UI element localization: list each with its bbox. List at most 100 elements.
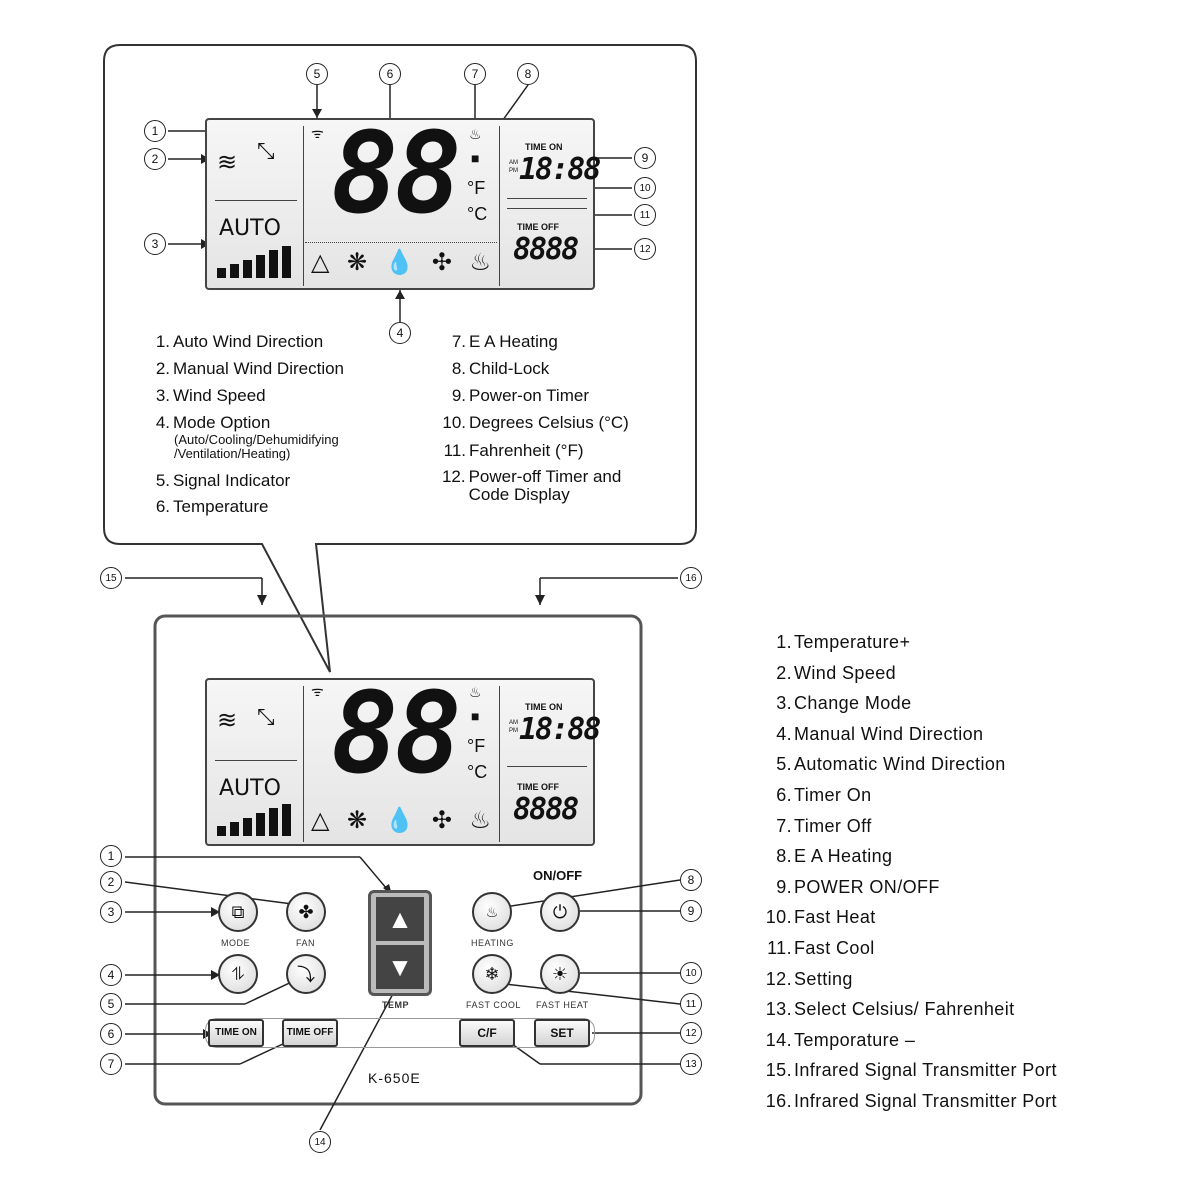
am-label: AM bbox=[509, 720, 518, 726]
auto-mode-icon: △ bbox=[311, 807, 330, 834]
button-list-label: Timer Off bbox=[794, 815, 872, 836]
button-list-label: Automatic Wind Direction bbox=[794, 754, 1006, 775]
model-label: K-650E bbox=[368, 1070, 421, 1086]
button-list-num: 11. bbox=[767, 938, 792, 958]
legend-item: 4.Mode Option bbox=[150, 413, 271, 433]
callout-14: 14 bbox=[309, 1131, 331, 1153]
mode-icons: △ ❋ 💧 ✣ ♨ bbox=[311, 806, 491, 835]
button-list-num: 2. bbox=[776, 662, 792, 683]
manual-wind-icon: ⥮ bbox=[231, 963, 245, 984]
legend-label: Temperature bbox=[173, 497, 269, 516]
wind-speed-bars bbox=[217, 804, 293, 836]
callout-12: 12 bbox=[634, 238, 656, 260]
button-list-label: Wind Speed bbox=[794, 662, 897, 683]
button-list-num: 9. bbox=[776, 876, 792, 897]
manual-wind-button[interactable]: ⥮ bbox=[218, 954, 258, 994]
button-list-label: Infrared Signal Transmitter Port bbox=[794, 1060, 1057, 1081]
button-list-num: 15. bbox=[765, 1060, 792, 1081]
legend-label: Signal Indicator bbox=[173, 471, 291, 490]
am-label: AM bbox=[509, 160, 518, 166]
manual-wind-icon: ≋ bbox=[217, 149, 238, 176]
temp-down-button[interactable]: ▼ bbox=[376, 945, 424, 989]
button-list-item: 6.Timer On bbox=[762, 785, 872, 806]
heating-button[interactable]: ♨ bbox=[472, 892, 512, 932]
button-list-num: 1. bbox=[776, 632, 792, 652]
callout-10: 10 bbox=[634, 177, 656, 199]
button-list-num: 12. bbox=[765, 968, 792, 989]
power-button[interactable]: ⏻ bbox=[540, 892, 580, 932]
auto-wind-icon: ⤡ bbox=[257, 704, 275, 729]
button-list-num: 4. bbox=[776, 723, 792, 744]
button-list-num: 8. bbox=[776, 846, 792, 867]
bottom-button-rail bbox=[205, 1018, 595, 1048]
fast-cool-button[interactable]: ❄ bbox=[472, 954, 512, 994]
button-list-label: Infrared Signal Transmitter Port bbox=[794, 1091, 1057, 1111]
legend-num: 2. bbox=[155, 359, 170, 378]
heating-icon: ♨ bbox=[485, 903, 499, 920]
legend-num: 5. bbox=[155, 471, 170, 490]
button-list-item: 10.Fast Heat bbox=[762, 907, 876, 928]
button-list-num: 7. bbox=[776, 815, 792, 836]
callout-15: 15 bbox=[100, 567, 122, 589]
temperature-digits: 88 bbox=[331, 109, 462, 239]
button-list-item: 13.Select Celsius/ Fahrenheit bbox=[762, 999, 1015, 1020]
callout-5: 5 bbox=[306, 63, 328, 85]
button-list-label: Fast Heat bbox=[794, 907, 876, 928]
heating-label: HEATING bbox=[471, 938, 514, 948]
fan-icon: ✤ bbox=[298, 901, 314, 922]
fast-heat-button[interactable]: ☀ bbox=[540, 954, 580, 994]
button-list-label: Select Celsius/ Fahrenheit bbox=[794, 999, 1015, 1020]
ea-heating-icon: ♨ bbox=[469, 126, 482, 142]
heating-mode-icon: ♨ bbox=[469, 807, 491, 834]
legend-item: 5.Signal Indicator bbox=[150, 471, 290, 491]
callout-4: 4 bbox=[389, 322, 411, 344]
time-on-label: TIME ON bbox=[525, 702, 563, 712]
button-list-label: Timer On bbox=[794, 785, 872, 805]
time-off-label: TIME OFF bbox=[517, 782, 559, 792]
cooling-mode-icon: ❋ bbox=[346, 807, 368, 834]
button-list-num: 3. bbox=[776, 693, 792, 714]
button-list-label: E A Heating bbox=[794, 846, 893, 867]
auto-mode-icon: △ bbox=[311, 249, 330, 276]
button-list-item: 15.Infrared Signal Transmitter Port bbox=[762, 1060, 1057, 1081]
legend-num: 10. bbox=[442, 413, 466, 432]
time-on-digits: 18:88 bbox=[519, 152, 601, 187]
heating-mode-icon: ♨ bbox=[469, 249, 491, 276]
legend-item: 3.Wind Speed bbox=[150, 386, 266, 406]
time-off-digits: 8888 bbox=[513, 232, 579, 267]
time-off-digits: 8888 bbox=[513, 792, 579, 827]
legend-item: 6.Temperature bbox=[150, 497, 269, 517]
callout-3: 3 bbox=[100, 901, 122, 923]
button-list-item: 2.Wind Speed bbox=[762, 663, 896, 684]
set-button[interactable]: SET bbox=[534, 1019, 590, 1047]
auto-wind-icon: ⤡ bbox=[257, 138, 275, 163]
callout-6: 6 bbox=[100, 1023, 122, 1045]
callout-7: 7 bbox=[100, 1053, 122, 1075]
auto-wind-button[interactable]: ⤵ bbox=[286, 954, 326, 994]
cf-button[interactable]: C/F bbox=[459, 1019, 515, 1047]
callout-5: 5 bbox=[100, 993, 122, 1015]
fan-mode-icon: ✣ bbox=[431, 249, 452, 276]
time-on-button[interactable]: TIME ON bbox=[208, 1019, 264, 1047]
legend-label: Auto Wind Direction bbox=[173, 332, 324, 351]
legend-item: 7.E A Heating bbox=[436, 332, 558, 352]
mode-button[interactable]: ⧉ bbox=[218, 892, 258, 932]
temp-up-button[interactable]: ▲ bbox=[376, 897, 424, 941]
legend-item: 2.Manual Wind Direction bbox=[150, 359, 344, 379]
callout-6: 6 bbox=[379, 63, 401, 85]
callout-16: 16 bbox=[680, 567, 702, 589]
snowflake-icon: ❄ bbox=[484, 963, 500, 984]
time-off-button[interactable]: TIME OFF bbox=[282, 1019, 338, 1047]
fast-cool-label: FAST COOL bbox=[466, 1000, 521, 1010]
legend-label: Child-Lock bbox=[469, 359, 550, 378]
button-list-item: 12.Setting bbox=[762, 969, 853, 990]
display-bottom: ≋ ⤡ AUTO ᯤ 88 ♨ ■ °F °C △ ❋ 💧 ✣ ♨ TIME O… bbox=[205, 674, 601, 846]
callout-12: 12 bbox=[680, 1022, 702, 1044]
signal-icon: ᯤ bbox=[311, 683, 324, 699]
power-icon: ⏻ bbox=[552, 901, 568, 922]
fan-button[interactable]: ✤ bbox=[286, 892, 326, 932]
button-list-label: Fast Cool bbox=[794, 938, 875, 958]
button-list-label: Change Mode bbox=[794, 693, 912, 714]
legend-item: 1.Auto Wind Direction bbox=[150, 332, 323, 352]
